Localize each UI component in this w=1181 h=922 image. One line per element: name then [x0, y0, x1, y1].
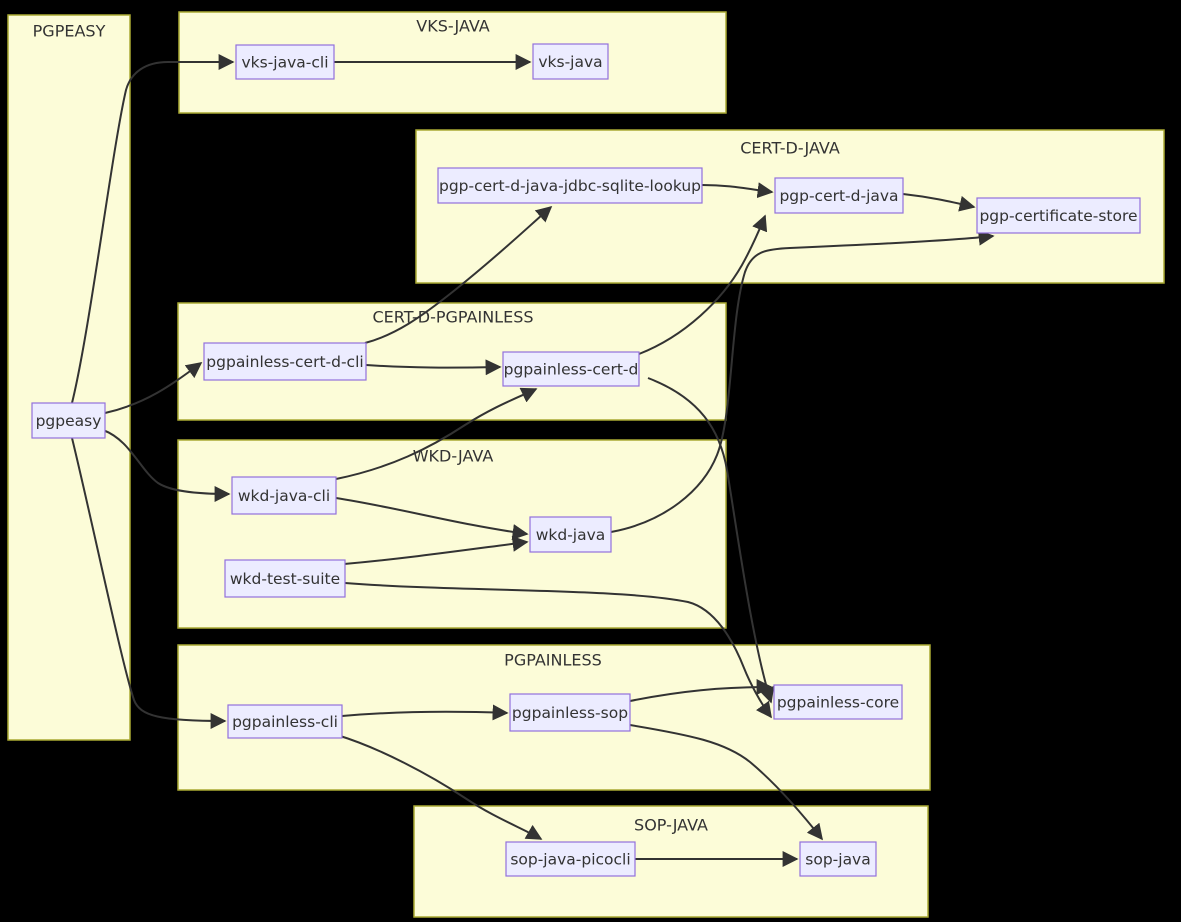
edge-pgpeasy-to-pgpainless-cli — [71, 437, 227, 729]
cluster-wkd-java-group: WKD-JAVA — [177, 439, 727, 629]
cluster-wkd-java-group-title: WKD-JAVA — [413, 447, 494, 466]
node-sop-java-picocli-box — [505, 841, 636, 877]
node-sop-java-label: sop-java — [805, 851, 870, 869]
node-pgpeasy-box — [31, 402, 106, 439]
node-pgp-cert-d-java: pgp-cert-d-java — [774, 177, 904, 214]
node-sop-java-box — [799, 841, 877, 877]
node-pgpainless-cert-d-label: pgpainless-cert-d — [504, 361, 639, 379]
node-vks-java-cli: vks-java-cli — [235, 44, 335, 80]
node-vks-java: vks-java — [532, 43, 609, 80]
node-pgpainless-sop-label: pgpainless-sop — [512, 704, 628, 722]
edge-pgpainless-sop-to-pgpainless-core — [629, 679, 773, 702]
cluster-pgpeasy-group: PGPEASY — [7, 14, 131, 741]
node-pgpainless-core: pgpainless-core — [773, 684, 903, 720]
edge-pgpainless-cli-to-pgpainless-sop — [341, 704, 509, 721]
node-pgp-cert-d-java-label: pgp-cert-d-java — [779, 187, 898, 205]
cluster-cert-d-pgpainless-group-title: CERT-D-PGPAINLESS — [372, 308, 533, 327]
node-pgpainless-cli: pgpainless-cli — [227, 704, 343, 739]
node-pgpainless-sop-box — [509, 693, 631, 732]
node-pgp-certificate-store-box — [976, 197, 1141, 234]
node-vks-java-box — [532, 43, 609, 80]
edge-pgp-cert-d-java-to-pgp-certificate-store — [902, 193, 976, 212]
node-vks-java-cli-label: vks-java-cli — [241, 54, 328, 72]
edge-pgpeasy-to-vks-java-cli — [71, 54, 235, 404]
node-wkd-test-suite: wkd-test-suite — [224, 559, 346, 598]
node-pgpainless-core-box — [773, 684, 903, 720]
node-pgpeasy-label: pgpeasy — [36, 412, 102, 430]
edge-pgpainless-cert-d-to-pgpainless-core — [647, 377, 775, 704]
node-wkd-test-suite-box — [224, 559, 346, 598]
node-pgpainless-cert-d-box — [502, 351, 640, 387]
node-pgpeasy: pgpeasy — [31, 402, 106, 439]
node-sop-java: sop-java — [799, 841, 877, 877]
cluster-vks-java-group-title: VKS-JAVA — [416, 17, 490, 36]
node-wkd-java-label: wkd-java — [536, 526, 606, 544]
edge-wkd-java-cli-to-pgpainless-cert-d — [335, 387, 538, 480]
edge-pgpeasy-to-pgpainless-cert-d-cli — [104, 362, 203, 414]
node-wkd-test-suite-label: wkd-test-suite — [230, 570, 340, 588]
node-pgpainless-cli-box — [227, 704, 343, 739]
cluster-pgpainless-group-title: PGPAINLESS — [504, 651, 602, 670]
node-pgpainless-cert-d-cli-box — [203, 342, 367, 381]
node-pgp-cert-d-java-box — [774, 177, 904, 214]
node-pgp-cert-d-java-jdbc-sqlite-lookup: pgp-cert-d-java-jdbc-sqlite-lookup — [437, 167, 703, 204]
node-vks-java-cli-box — [235, 44, 335, 80]
node-pgpainless-cert-d-cli-label: pgpainless-cert-d-cli — [206, 353, 363, 371]
node-pgpainless-sop: pgpainless-sop — [509, 693, 631, 732]
edge-pgpainless-cert-d-cli-to-pgpainless-cert-d — [365, 359, 502, 376]
edge-wkd-java-cli-to-wkd-java — [335, 497, 529, 540]
edge-wkd-test-suite-to-pgpainless-core — [344, 582, 772, 719]
cluster-pgpeasy-group-title: PGPEASY — [33, 22, 106, 41]
node-sop-java-picocli: sop-java-picocli — [505, 841, 636, 877]
node-pgpainless-cli-label: pgpainless-cli — [232, 713, 338, 731]
node-pgpainless-cert-d: pgpainless-cert-d — [502, 351, 640, 387]
node-wkd-java: wkd-java — [529, 516, 612, 553]
node-wkd-java-cli-box — [231, 476, 337, 515]
cluster-pgpeasy-group-box — [7, 14, 131, 741]
node-pgp-cert-d-java-jdbc-sqlite-lookup-box — [437, 167, 703, 204]
edge-pgpainless-cert-d-to-pgp-cert-d-java — [638, 214, 768, 355]
node-wkd-java-cli-label: wkd-java-cli — [238, 487, 330, 505]
node-sop-java-picocli-label: sop-java-picocli — [510, 851, 630, 869]
edge-pgpeasy-to-wkd-java-cli — [102, 429, 231, 502]
edge-pgpainless-cli-to-sop-java-picocli — [336, 734, 543, 840]
cluster-cert-d-java-group-title: CERT-D-JAVA — [740, 139, 840, 158]
edge-pgpainless-cert-d-cli-to-pgp-cert-d-java-jdbc-sqlite-lookup — [364, 205, 553, 344]
edge-pgp-cert-d-java-jdbc-sqlite-lookup-to-pgp-cert-d-java — [701, 182, 774, 199]
node-pgp-cert-d-java-jdbc-sqlite-lookup-label: pgp-cert-d-java-jdbc-sqlite-lookup — [439, 177, 701, 195]
node-pgp-certificate-store: pgp-certificate-store — [976, 197, 1141, 234]
cluster-sop-java-group-title: SOP-JAVA — [634, 816, 708, 835]
node-vks-java-label: vks-java — [538, 53, 602, 71]
node-pgpainless-cert-d-cli: pgpainless-cert-d-cli — [203, 342, 367, 381]
node-pgp-certificate-store-label: pgp-certificate-store — [979, 207, 1137, 225]
edge-pgpainless-sop-to-sop-java — [629, 724, 823, 841]
node-wkd-java-cli: wkd-java-cli — [231, 476, 337, 515]
edge-wkd-java-to-pgp-certificate-store — [610, 229, 995, 533]
node-wkd-java-box — [529, 516, 612, 553]
cluster-wkd-java-group-box — [177, 439, 727, 629]
edge-wkd-test-suite-to-wkd-java — [343, 535, 529, 565]
node-pgpainless-core-label: pgpainless-core — [777, 694, 899, 712]
